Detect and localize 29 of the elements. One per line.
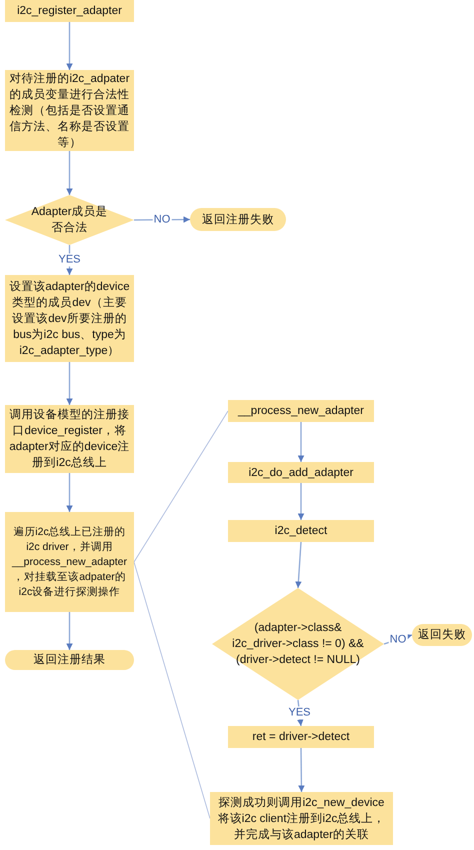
process-box: i2c_do_add_adapter (228, 462, 374, 483)
process-box: 探测成功则调用i2c_new_device将该i2c client注册到i2c总线上，并完成与该adapter的关联 (210, 792, 393, 845)
arrow (66, 22, 73, 70)
arrow (66, 362, 73, 405)
decision-text: (adapter->class& i2c_driver->class != 0) &&(driver->detect != NULL) (231, 621, 365, 668)
connector-line (134, 410, 228, 562)
terminal-pill: 返回注册失败 (190, 208, 286, 231)
terminal-pill: 返回失败 (412, 624, 472, 646)
arrow (295, 542, 302, 588)
process-box: i2c_register_adapter (5, 0, 134, 22)
process-box: 调用设备模型的注册接口device_register，将adapter对应的device注册到i2c总线上 (5, 405, 134, 473)
arrow (298, 483, 304, 520)
arrow (66, 473, 73, 512)
process-box: 设置该adapter的device类型的成员dev（主要设置该dev所要注册的bus为i2c bus、type为i2c_adapter_type） (5, 275, 134, 362)
arrow (298, 748, 305, 792)
process-box: 遍历i2c总线上已注册的i2c driver，并调用__process_new_adapter，对挂载至该adpater的i2c设备进行探测操作 (5, 512, 134, 612)
decision-text: Adapter成员是否合法 (30, 204, 109, 236)
process-box: i2c_detect (228, 520, 374, 542)
arrow (66, 151, 73, 195)
connector-line (134, 562, 210, 819)
edge-label: YES (58, 254, 82, 266)
arrow (66, 612, 73, 650)
arrow (298, 422, 304, 462)
process-box: 对待注册的i2c_adpater的成员变量进行合法性检测（包括是否设置通信方法、名称是否设置等） (5, 70, 134, 151)
terminal-pill: 返回注册结果 (5, 650, 134, 670)
process-box: ret = driver->detect (228, 726, 374, 748)
edge-label: NO (388, 633, 408, 646)
edge-label: YES (288, 706, 312, 720)
process-box: __process_new_adapter (228, 400, 374, 422)
